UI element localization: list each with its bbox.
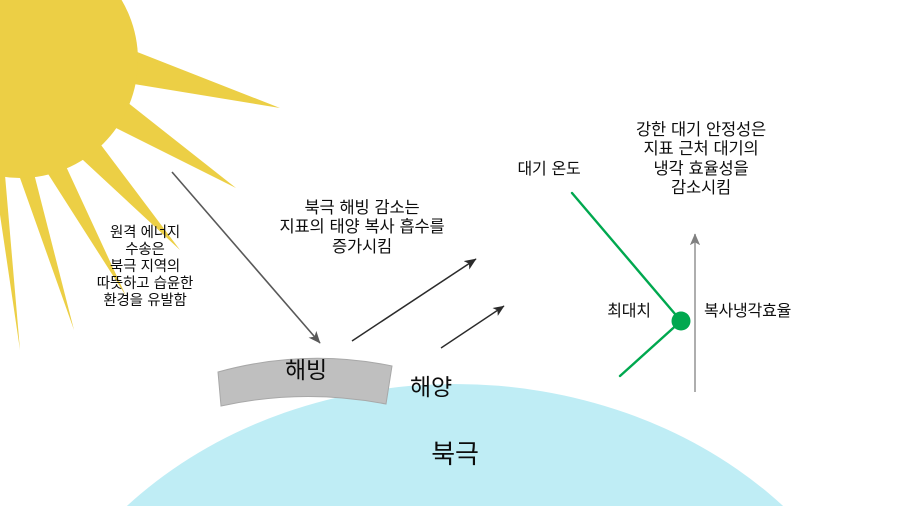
ocean-ellipse (127, 384, 783, 506)
label-maximum: 최대치 (607, 301, 651, 320)
surface-absorption-arrow (351, 258, 477, 342)
label-radiative-cooling-efficiency: 복사냉각효율 (704, 301, 792, 320)
label-sea-ice-decline: 북극 해빙 감소는 지표의 태양 복사 흡수를 증가시킴 (279, 198, 445, 256)
sun-icon (0, 0, 280, 350)
label-ocean: 해양 (410, 375, 452, 401)
maximum-point-marker (671, 311, 691, 331)
label-air-temperature: 대기 온도 (517, 159, 581, 178)
cooling-efficiency-curve (570, 191, 691, 378)
solar-energy-inbound-arrow (171, 171, 321, 344)
ocean-flux-arrow (440, 305, 505, 349)
label-remote-energy-transport: 원격 에너지 수송은 북극 지역의 따뜻하고 습윤한 환경을 유발함 (96, 225, 194, 310)
label-sea-ice: 해빙 (285, 358, 327, 384)
sea-ice-slab (217, 357, 393, 407)
label-atmospheric-stability: 강한 대기 안정성은 지표 근처 대기의 냉각 효율성을 감소시킴 (636, 120, 766, 198)
label-arctic: 북극 (431, 440, 479, 470)
